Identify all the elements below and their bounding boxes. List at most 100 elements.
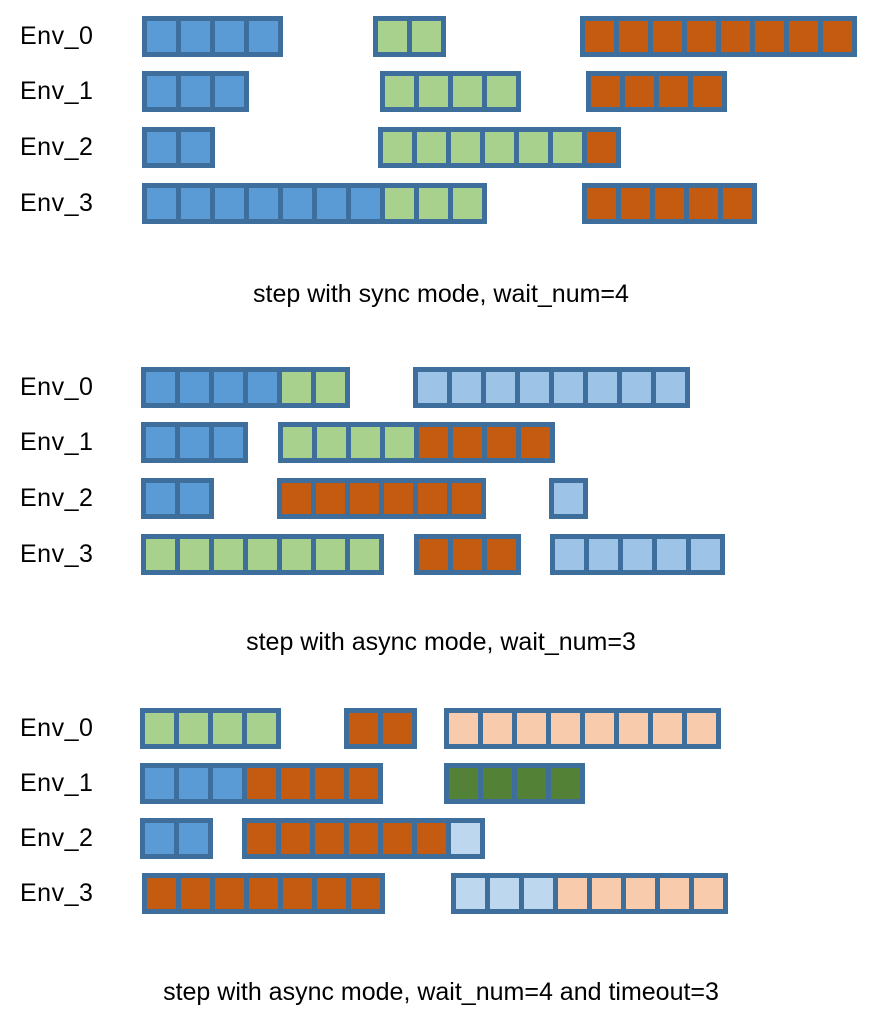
orange-step-cell [384,483,413,514]
light-blue-step-cell [588,372,617,403]
light-orange-step-cell [551,713,580,744]
green-step-cell [179,713,208,744]
orange-step-cell [487,539,516,570]
blue-step-cell [145,823,174,854]
orange-step-cell [689,188,718,219]
orange-step-cell [619,21,648,52]
orange-step-cell [247,823,276,854]
green-step-cell [145,713,174,744]
green-step-cell [351,427,380,458]
green-step-cell [519,132,548,163]
blue-step-cell [214,372,243,403]
green-step-cell [385,76,414,107]
light-orange-step-cell [653,713,682,744]
green-step-cell [385,188,414,219]
step-block [380,71,521,112]
orange-step-cell [349,768,378,799]
blue-step-cell [215,21,244,52]
blue-step-cell [248,372,277,403]
orange-step-cell [147,878,176,909]
green-step-cell [487,76,516,107]
orange-step-cell [351,878,380,909]
orange-step-cell [693,76,722,107]
step-block [344,708,417,749]
orange-step-cell [585,21,614,52]
step-block [444,708,721,749]
light-orange-step-cell [619,713,648,744]
green-step-cell [419,188,448,219]
light-blue-step-cell [520,372,549,403]
blue-step-cell [214,427,243,458]
step-block [242,818,485,859]
orange-step-cell [349,713,378,744]
blue-step-cell [351,188,380,219]
step-block [142,16,283,57]
orange-step-cell [789,21,818,52]
green-step-cell [412,21,441,52]
blue-step-cell [179,823,208,854]
green-step-cell [316,539,345,570]
orange-step-cell [591,76,620,107]
pale-blue-step-cell [451,823,480,854]
orange-step-cell [247,768,276,799]
step-block [413,367,690,408]
orange-step-cell [316,483,345,514]
blue-step-cell [249,188,278,219]
light-blue-step-cell [623,539,652,570]
blue-step-cell [181,132,210,163]
green-step-cell [282,539,311,570]
pale-blue-step-cell [490,878,519,909]
green-step-cell [453,76,482,107]
blue-step-cell [215,188,244,219]
light-blue-step-cell [418,372,447,403]
step-block [278,422,555,463]
light-orange-step-cell [449,713,478,744]
env-label-1-1: Env_1 [20,428,94,456]
step-block [586,71,727,112]
step-block [550,534,725,575]
step-block [140,763,383,804]
env-label-2-1: Env_1 [20,769,94,797]
step-block [582,183,757,224]
step-block [549,478,588,519]
orange-step-cell [659,76,688,107]
env-label-1-2: Env_2 [20,484,94,512]
orange-step-cell [625,76,654,107]
orange-step-cell [521,427,550,458]
light-orange-step-cell [687,713,716,744]
orange-step-cell [419,427,448,458]
orange-step-cell [417,823,446,854]
dark-green-step-cell [517,768,546,799]
green-step-cell [213,713,242,744]
orange-step-cell [823,21,852,52]
light-orange-step-cell [585,713,614,744]
blue-step-cell [145,768,174,799]
orange-step-cell [687,21,716,52]
green-step-cell [247,713,276,744]
orange-step-cell [453,539,482,570]
blue-step-cell [181,188,210,219]
orange-step-cell [655,188,684,219]
light-orange-step-cell [694,878,723,909]
panel-caption-async-timeout: step with async mode, wait_num=4 and tim… [163,978,719,1006]
light-blue-step-cell [554,372,583,403]
step-block [140,708,281,749]
light-orange-step-cell [626,878,655,909]
env-label-0-1: Env_1 [20,77,94,105]
green-step-cell [146,539,175,570]
green-step-cell [553,132,582,163]
orange-step-cell [383,713,412,744]
orange-step-cell [721,21,750,52]
env-label-2-3: Env_3 [20,879,94,907]
orange-step-cell [315,768,344,799]
green-step-cell [485,132,514,163]
orange-step-cell [621,188,650,219]
orange-step-cell [723,188,752,219]
light-blue-step-cell [656,372,685,403]
env-label-1-0: Env_0 [20,373,94,401]
blue-step-cell [317,188,346,219]
step-block [378,127,621,168]
light-orange-step-cell [483,713,512,744]
orange-step-cell [487,427,516,458]
